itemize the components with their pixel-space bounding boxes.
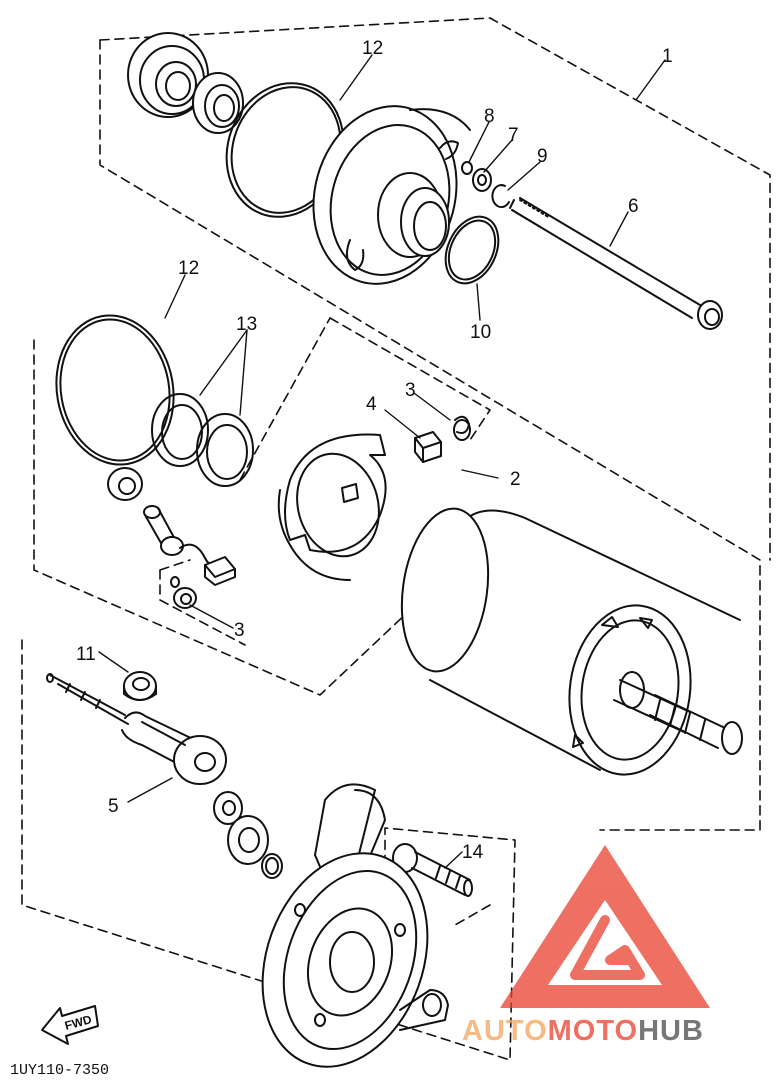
nut-11 <box>123 671 157 701</box>
callout-labels: 1 12 8 7 9 6 10 12 13 3 4 2 3 11 5 14 <box>76 38 673 863</box>
callout-7: 7 <box>508 125 519 146</box>
washer-13b <box>196 413 254 487</box>
through-bolt-6 <box>509 197 723 330</box>
oil-seal <box>192 72 244 134</box>
callout-13: 13 <box>236 314 257 335</box>
diagram-code: 1UY110-7350 <box>10 1062 109 1079</box>
assembly-outline-3 <box>159 559 246 646</box>
brush-lower <box>204 556 236 586</box>
o-ring-10 <box>444 215 500 285</box>
brush-4 <box>414 431 442 463</box>
callout-6: 6 <box>628 196 639 217</box>
fwd-label: FWD <box>63 1012 93 1033</box>
washer-a <box>213 791 243 825</box>
callout-12-upper: 12 <box>362 38 383 59</box>
spring-3 <box>453 415 471 441</box>
washer-7 <box>472 168 492 192</box>
brand-moto: MOTO <box>548 1015 638 1047</box>
fwd-arrow: FWD <box>41 1005 99 1045</box>
assembly-outline-4 <box>21 639 516 1061</box>
callout-3-lower: 3 <box>234 620 245 641</box>
small-nut-3 <box>170 576 197 609</box>
svg-text:AUTOMOTOHUB: AUTOMOTOHUB <box>462 1015 704 1047</box>
yoke-housing <box>400 507 741 776</box>
o-ring-lower <box>55 314 175 466</box>
washer-b <box>227 815 269 865</box>
callout-5: 5 <box>108 796 119 817</box>
callout-9: 9 <box>537 146 548 167</box>
armature-shaft <box>613 671 743 755</box>
callout-1: 1 <box>662 46 673 67</box>
callout-14: 14 <box>462 842 484 863</box>
brand-hub: HUB <box>638 1015 704 1047</box>
callout-11: 11 <box>76 644 96 665</box>
front-cover <box>312 105 471 285</box>
rear-cover <box>261 783 449 1068</box>
assembly-outline-1 <box>99 17 771 831</box>
callout-2: 2 <box>510 469 521 490</box>
watermark-logo: AUTOMOTOHUB <box>462 845 710 1047</box>
terminal-bolt <box>143 505 221 568</box>
terminal-stud <box>46 673 129 725</box>
logo-triangle <box>500 845 710 1008</box>
assembly-outline-2 <box>33 317 491 696</box>
callout-12-lower: 12 <box>178 258 199 279</box>
callout-10: 10 <box>470 322 491 343</box>
leader-lines <box>98 54 666 869</box>
washer-8 <box>461 161 473 175</box>
brush-plate <box>277 433 387 581</box>
terminal-lead-5 <box>121 711 227 785</box>
callout-4: 4 <box>366 394 377 415</box>
nut-lower <box>107 467 143 501</box>
callout-8: 8 <box>484 106 495 127</box>
washer-13a <box>151 393 209 467</box>
callout-3-upper: 3 <box>405 380 416 401</box>
o-ring-small <box>261 853 283 879</box>
brand-auto: AUTO <box>462 1015 548 1047</box>
circlip-9 <box>491 184 510 209</box>
bearing <box>127 32 209 118</box>
